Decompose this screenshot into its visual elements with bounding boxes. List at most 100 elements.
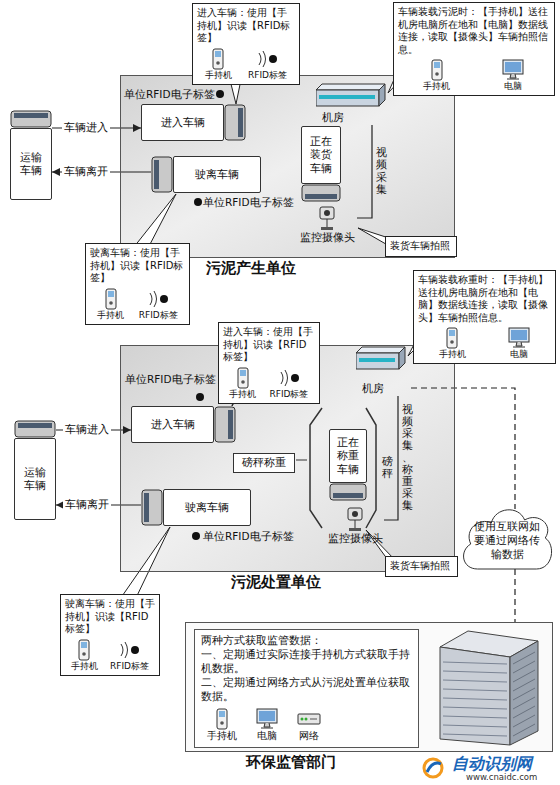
monitor-screen [505, 62, 521, 72]
icon-item: 电脑 [507, 327, 531, 360]
edge-label: 视频采集 [376, 147, 387, 195]
server-front [316, 90, 379, 106]
cab-window [18, 423, 52, 428]
icon-row: 手持机 电脑 [418, 327, 551, 360]
camera-drawing [342, 506, 368, 532]
cloud-path [464, 510, 552, 569]
truck-cab [10, 110, 52, 128]
cab-body [302, 185, 340, 201]
cab-window [238, 108, 243, 137]
truck-body: 进入车辆 [131, 406, 214, 443]
building-floor [513, 697, 535, 709]
icon-label: 手持机 [207, 730, 237, 743]
callout-text: 车辆装载称重时：【手持机】送往机房电脑所在地和【电脑】数据线连接，读取【摄像头】… [418, 274, 551, 324]
icon-row: 手持机RFID标签 [223, 367, 315, 400]
building-floor [513, 724, 535, 736]
scale-bracket [366, 408, 376, 528]
handheld-button [220, 721, 224, 725]
truck-cab [329, 483, 367, 501]
building-front [440, 647, 510, 745]
server-icon [356, 346, 406, 370]
network-port [310, 718, 317, 719]
truck-label: 进入车辆 [151, 418, 195, 431]
icon-label: 电脑 [257, 730, 277, 743]
note-item: 一、定期通过实际连接手持机方式获取手持机数据。 [201, 648, 412, 676]
callout-text: 装货车辆拍照 [390, 240, 452, 253]
truck-cab [301, 184, 341, 202]
building-floor [443, 662, 507, 664]
region-panel: 环保监管部门两种方式获取监管数据：一、定期通过实际连接手持机方式获取手持机数据。… [185, 622, 553, 752]
cab-window [14, 113, 48, 118]
icon-row: 手持机RFID标签 [90, 288, 185, 321]
server-icon [316, 83, 386, 107]
icon-label: 手持机 [423, 81, 450, 92]
icon-tag [255, 48, 279, 70]
handheld-body [217, 709, 227, 729]
handheld-button [109, 301, 113, 305]
building-floor [443, 707, 507, 709]
icon-tag [117, 639, 141, 661]
region-title: 污泥处置单位 [231, 573, 321, 592]
icon-label: 电脑 [510, 349, 528, 360]
callout-tail [118, 527, 170, 602]
handheld-button [241, 380, 245, 384]
truck-body: 驶离车辆 [173, 156, 261, 193]
truck-cab [141, 489, 163, 526]
truck-label: 进入车辆 [161, 116, 205, 129]
building-floor [513, 679, 535, 691]
radio-wave [121, 644, 123, 656]
icon-item: 手持机 [207, 708, 237, 743]
network-led [305, 717, 308, 720]
icon-item: 电脑 [501, 59, 525, 92]
building-floor [513, 706, 535, 718]
note-heading: 两种方式获取监管数据： [201, 634, 412, 648]
handheld-screen [449, 330, 455, 336]
icon-item: 手持机 [205, 48, 232, 81]
region-fill [185, 622, 553, 752]
handheld-body [432, 60, 442, 80]
box-label: 磅秤称重 [238, 456, 290, 470]
truck-cab [151, 156, 173, 193]
icon-hand [99, 288, 123, 310]
cab-window [333, 493, 363, 498]
icon-hand [206, 48, 230, 70]
truck-label: 运输车辆 [23, 466, 47, 492]
connector [357, 125, 372, 218]
icon-label: 手持机 [439, 349, 466, 360]
scale-bracket [310, 408, 322, 528]
network-link [411, 388, 515, 509]
cab-window [228, 410, 233, 439]
cab-body [215, 407, 235, 442]
camera-lens [352, 511, 358, 517]
handheld-body [213, 49, 223, 69]
icon-item: 电脑 [255, 708, 279, 743]
callout-box: 驶离车辆：使用【手持机】识读【RFID标签】手持机RFID标签 [85, 243, 190, 325]
cab-window [144, 493, 149, 522]
server-top [356, 347, 405, 353]
rfid-dot [160, 295, 168, 303]
truck-icon: 运输车辆 [10, 110, 52, 200]
building-floor [443, 716, 507, 718]
radio-wave [263, 51, 266, 67]
icon-label: 电脑 [504, 81, 522, 92]
camera-icon: 监控摄像头 [326, 506, 384, 552]
monitor-frame [509, 328, 529, 342]
rfid-dot [269, 55, 277, 63]
truck-icon: 驶离车辆 [151, 156, 261, 193]
rfid-dot [131, 646, 139, 654]
building-floor [443, 680, 507, 682]
cab-body [330, 484, 366, 500]
handheld-screen [215, 51, 221, 57]
rfid-dot [196, 393, 204, 401]
rfid-dot [216, 90, 224, 98]
icon-hand [210, 708, 234, 730]
truck-body: 运输车辆 [10, 128, 52, 200]
radio-wave [150, 293, 152, 305]
building-floor [513, 670, 535, 682]
handheld-button [217, 61, 221, 65]
handheld-body [79, 640, 89, 660]
truck-body: 进入车辆 [141, 104, 224, 141]
leader-line [296, 460, 307, 461]
label-box: 磅秤称重 [233, 453, 295, 473]
server-top [316, 84, 385, 90]
